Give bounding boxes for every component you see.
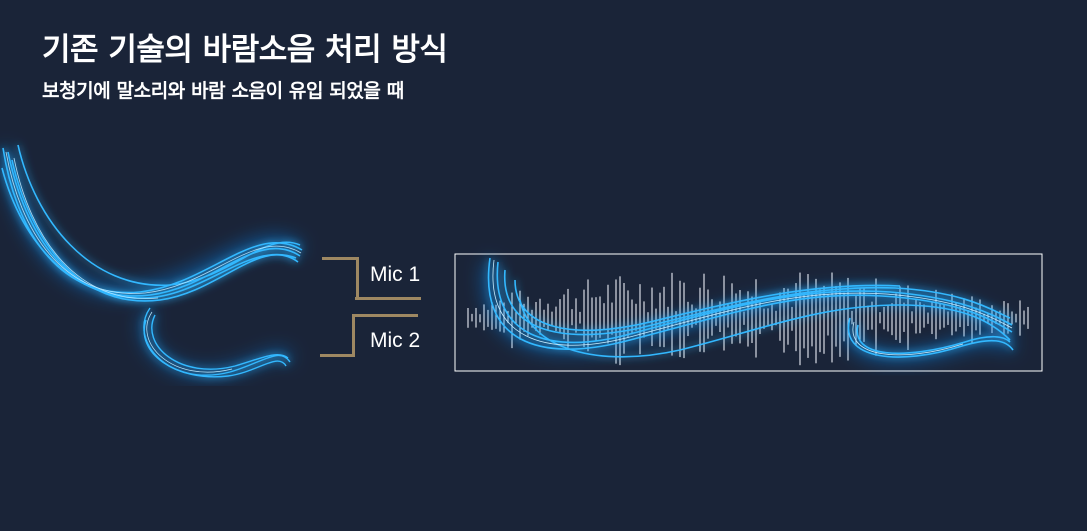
mic2-label: Mic 2 [370,329,421,352]
mic1-bracket-foot [355,297,421,300]
waveform-box [454,253,1043,372]
wind-streak-waveform [483,257,1016,362]
wind-streak-small [140,307,294,378]
page-title: 기존 기술의 바람소음 처리 방식 [42,32,448,68]
mic2-bracket-head [352,314,418,317]
mic2-bracket [320,314,355,357]
page-subtitle: 보청기에 말소리와 바람 소음이 유입 되었을 때 [42,80,404,102]
mic1-bracket [322,257,359,300]
mic1-label: Mic 1 [370,263,421,286]
wind-streak-large [0,144,303,302]
